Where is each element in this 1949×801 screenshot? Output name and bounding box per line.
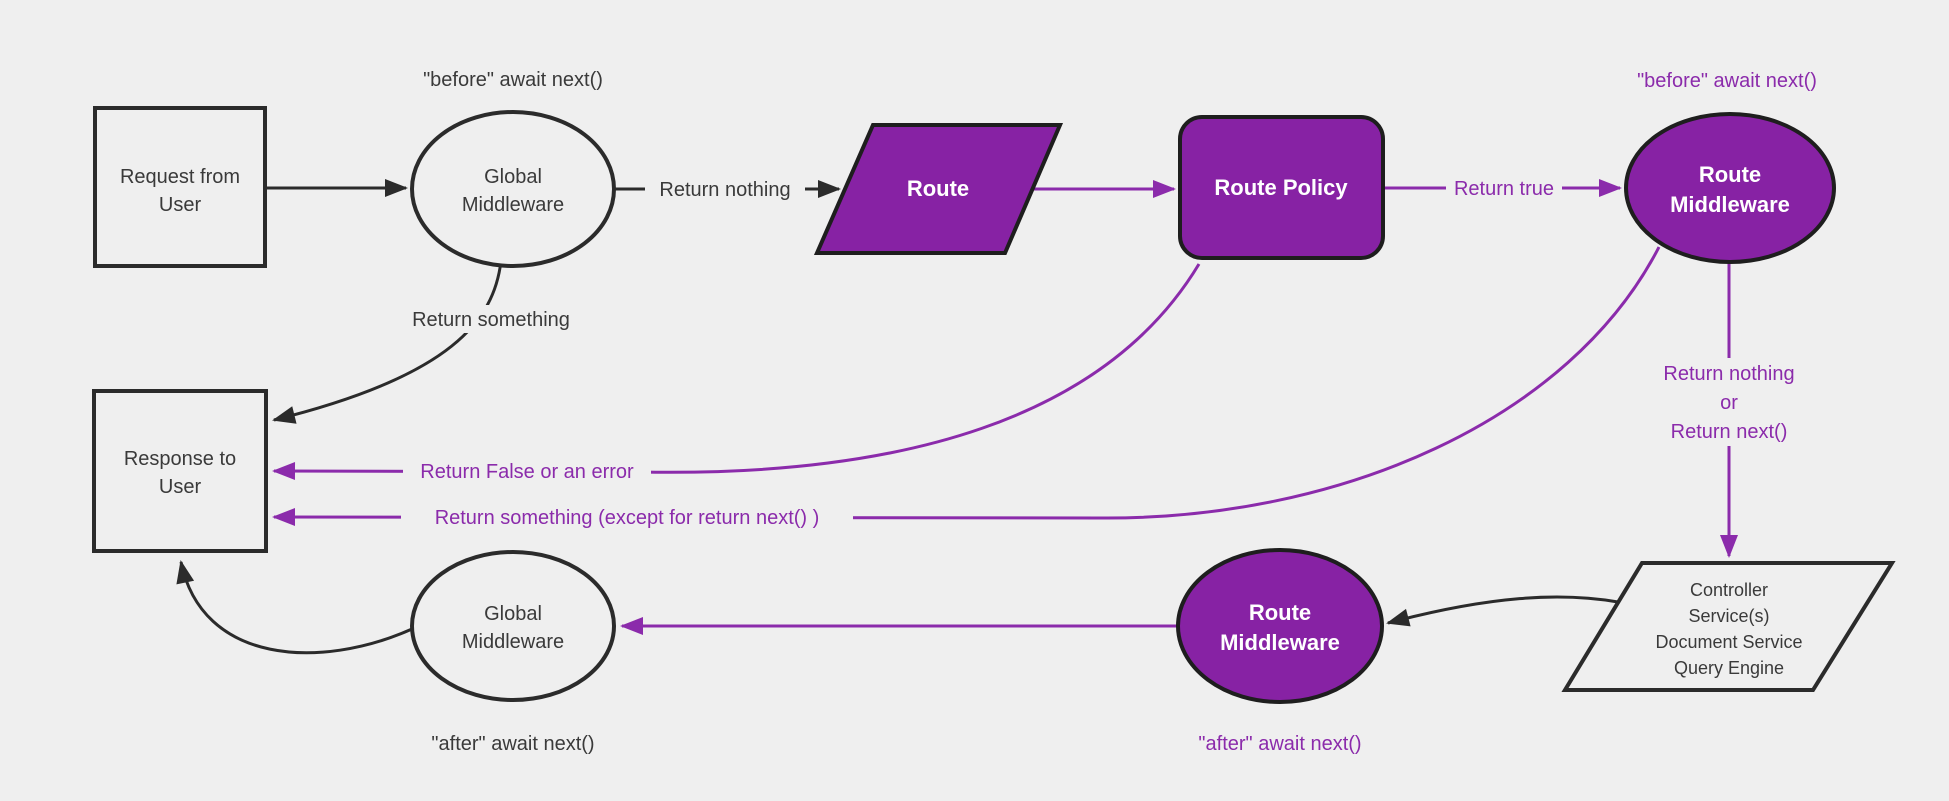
- label-return-nothing: Return nothing: [659, 179, 790, 201]
- label-return-true: Return true: [1454, 178, 1554, 200]
- node-controller-line3: Document Service: [1655, 632, 1802, 652]
- label-return-nothing-or-2: or: [1720, 392, 1738, 414]
- label-return-something-except: Return something (except for return next…: [435, 507, 820, 529]
- node-route-middleware-after: [1176, 548, 1384, 704]
- node-route-middleware-after-line2: Middleware: [1220, 630, 1340, 655]
- label-bg-return-something: [399, 305, 583, 333]
- node-request-from-user-line2: User: [159, 194, 202, 216]
- node-route-middleware-before-line1: Route: [1699, 162, 1761, 187]
- node-global-middleware-before: [410, 110, 616, 268]
- node-route-middleware-before: [1624, 112, 1836, 264]
- node-response-to-user-line1: Response to: [124, 448, 236, 470]
- node-global-middleware-after-line1: Global: [484, 603, 542, 625]
- label-before-await-route: "before" await next(): [1637, 70, 1817, 92]
- node-controller-line4: Query Engine: [1674, 658, 1784, 678]
- node-route-middleware-before-line2: Middleware: [1670, 192, 1790, 217]
- node-request-from-user-line1: Request from: [120, 166, 240, 188]
- edge-controller-to-route-middleware-after: [1386, 595, 1619, 627]
- node-controller-line2: Service(s): [1688, 606, 1769, 626]
- edge-global-middleware-return-something-to-response: [272, 260, 503, 424]
- node-global-middleware-before-line2: Middleware: [462, 194, 564, 216]
- label-return-nothing-or-3: Return next(): [1671, 421, 1788, 443]
- label-bg-return-nothing: [645, 175, 805, 203]
- node-global-middleware-before-line1: Global: [484, 166, 542, 188]
- edge-route-middleware-return-something-to-response: [272, 246, 1661, 527]
- node-route-policy-label: Route Policy: [1214, 175, 1348, 200]
- label-before-await-global: "before" await next(): [423, 69, 603, 91]
- label-bg-return-false: [403, 457, 651, 485]
- node-global-middleware-after-line2: Middleware: [462, 631, 564, 653]
- node-controller-line1: Controller: [1690, 580, 1768, 600]
- label-return-nothing-or-1: Return nothing: [1663, 363, 1794, 385]
- label-after-await-global: "after" await next(): [431, 733, 594, 755]
- node-route: [813, 123, 1064, 255]
- edge-route-policy-return-false-to-response: [272, 263, 1201, 481]
- node-response-to-user: [92, 389, 268, 553]
- node-route-label: Route: [907, 176, 969, 201]
- label-bg-return-something-except: [401, 503, 853, 531]
- label-after-await-route: "after" await next(): [1198, 733, 1361, 755]
- edge-global-middleware-after-to-response: [176, 560, 413, 655]
- label-bg-return-true: [1446, 174, 1562, 202]
- node-global-middleware-after: [410, 550, 616, 702]
- label-return-something: Return something: [412, 309, 570, 331]
- node-controller-services: [1561, 561, 1896, 692]
- node-route-policy: [1178, 115, 1385, 260]
- label-bg-return-nothing-or: [1629, 358, 1829, 446]
- node-response-to-user-line2: User: [159, 476, 202, 498]
- node-route-middleware-after-line1: Route: [1249, 600, 1311, 625]
- label-return-false-or-error: Return False or an error: [420, 461, 634, 483]
- node-request-from-user: [93, 106, 267, 268]
